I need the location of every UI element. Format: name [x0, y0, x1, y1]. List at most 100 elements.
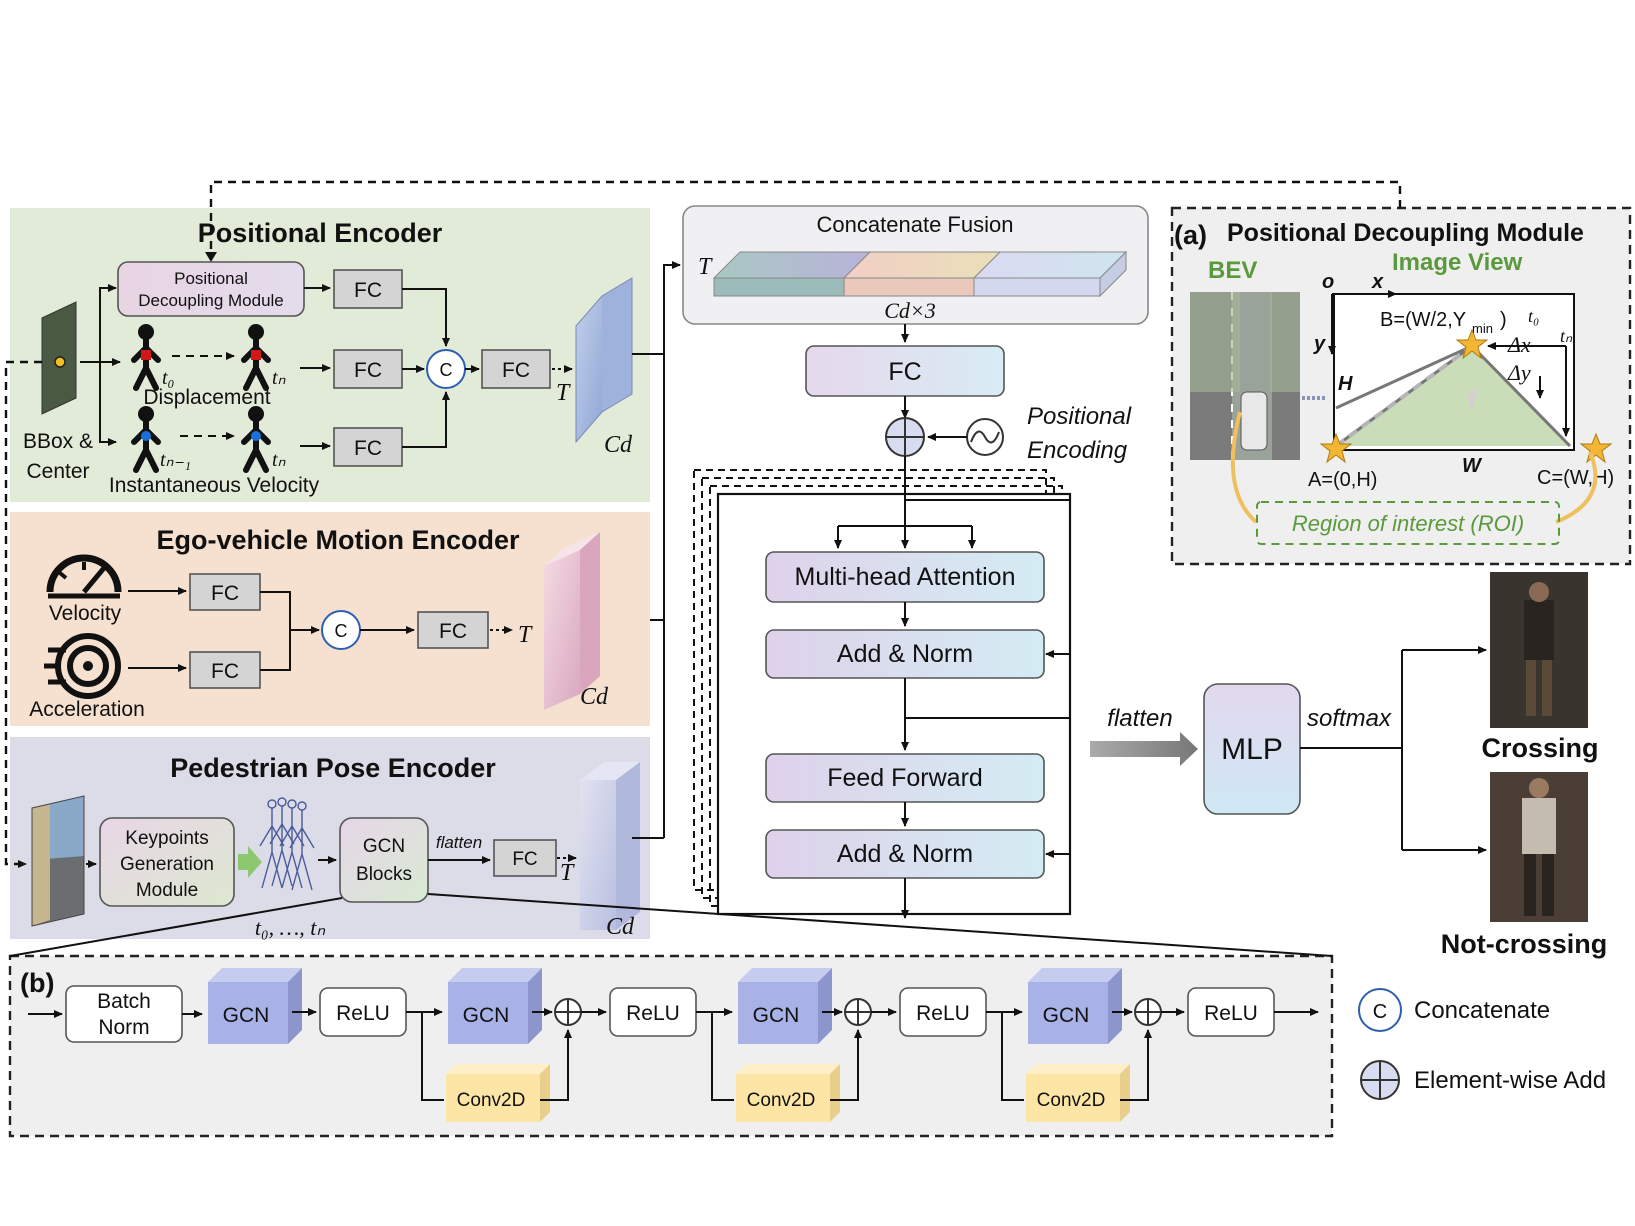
- x-axis-label: x: [1371, 271, 1384, 293]
- T-label: T: [560, 860, 575, 886]
- flatten-arrow: [1090, 732, 1198, 766]
- cd-times-3-label: Cd×3: [884, 298, 936, 323]
- fc-box: FC: [493, 839, 557, 877]
- street-image: [31, 795, 85, 927]
- svg-text:ReLU: ReLU: [1204, 1002, 1258, 1025]
- crossing-pedestrian-image: [1490, 572, 1588, 728]
- T-label: T: [556, 380, 571, 406]
- fc-box: FC: [333, 427, 403, 467]
- bbox-label-2: Center: [26, 460, 89, 483]
- svg-text:C: C: [1373, 1001, 1387, 1023]
- svg-text:C: C: [440, 360, 453, 380]
- gcn-blocks-label-1: GCN: [363, 836, 405, 857]
- batch-norm-label-2: Norm: [98, 1016, 149, 1039]
- speedometer-icon: [46, 554, 122, 599]
- batch-norm-label-1: Batch: [97, 990, 151, 1013]
- kgm-label-3: Module: [136, 880, 198, 901]
- cd-label: Cd: [580, 684, 609, 710]
- bbox-image: [41, 301, 77, 415]
- fusion-fc-label: FC: [888, 358, 921, 386]
- svg-text:Concatenate: Concatenate: [1414, 997, 1550, 1024]
- T-label: T: [698, 254, 713, 280]
- W-label: W: [1462, 455, 1483, 477]
- legend-element-add: Element-wise Add: [1360, 1060, 1606, 1100]
- svg-text:FC: FC: [439, 620, 467, 643]
- pdm-box-label-1: Positional: [174, 269, 248, 288]
- positional-encoder-panel: [10, 208, 650, 502]
- pose-feature-slab: [580, 762, 640, 930]
- element-add-node: [554, 998, 582, 1026]
- gcn-cube: GCN: [738, 968, 832, 1044]
- softmax-label: softmax: [1307, 705, 1392, 732]
- svg-text:ReLU: ReLU: [626, 1002, 680, 1025]
- positional-encoder-title: Positional Encoder: [198, 218, 443, 248]
- ego-feature-slab: [544, 532, 600, 710]
- point-b-subscript: min: [1472, 321, 1493, 336]
- bbox-label-1: BBox &: [23, 430, 93, 453]
- svg-text:GCN: GCN: [223, 1004, 270, 1027]
- pdm-feedback-line: [209, 180, 1402, 258]
- svg-text:FC: FC: [354, 279, 382, 302]
- relu-box: ReLU: [319, 987, 407, 1037]
- pdm-box-label-2: Decoupling Module: [138, 291, 284, 310]
- concat-node: C: [426, 349, 466, 389]
- displacement-label: Displacement: [143, 386, 270, 409]
- concat-fusion-title: Concatenate Fusion: [817, 212, 1014, 237]
- T-label: T: [518, 622, 533, 648]
- svg-text:Element-wise Add: Element-wise Add: [1414, 1067, 1606, 1094]
- svg-text:FC: FC: [211, 582, 239, 605]
- point-b-label: B=(W/2,Y: [1380, 309, 1466, 331]
- fc-box: FC: [333, 269, 403, 309]
- not-crossing-pedestrian-image: [1490, 772, 1588, 922]
- pdm-t0-label: t₀: [1528, 306, 1539, 326]
- velocity-label: Velocity: [49, 602, 122, 625]
- ego-encoder-title: Ego-vehicle Motion Encoder: [156, 525, 520, 555]
- point-c-label: C=(W,H): [1537, 467, 1614, 489]
- positional-feature-slab: [575, 277, 633, 444]
- time-range-label: t₀, …, tₙ: [255, 915, 325, 940]
- kgm-label-1: Keypoints: [125, 828, 208, 849]
- pedestrian-icon: [241, 324, 271, 391]
- svg-text:FC: FC: [502, 359, 530, 382]
- origin-label: o: [1322, 271, 1334, 293]
- pedestrian-icon: [241, 406, 271, 473]
- image-view-frame: [1333, 293, 1575, 451]
- crossing-label: Crossing: [1481, 733, 1598, 763]
- tn-label-2: tₙ: [272, 449, 287, 471]
- not-crossing-label: Not-crossing: [1441, 929, 1608, 959]
- fc-box: FC: [481, 349, 551, 389]
- pdm-title: Positional Decoupling Module: [1227, 219, 1584, 247]
- gcn-cube: GCN: [448, 968, 542, 1044]
- element-add-node: [844, 998, 872, 1026]
- sinusoid-icon: [966, 418, 1004, 456]
- skeleton-sequence-icon: [259, 797, 315, 891]
- gcn-blocks-label-2: Blocks: [356, 864, 412, 885]
- svg-text:GCN: GCN: [463, 1004, 510, 1027]
- pose-encoder-title: Pedestrian Pose Encoder: [170, 753, 496, 783]
- element-add-node: [1134, 998, 1162, 1026]
- fc-box: FC: [189, 573, 261, 611]
- delta-x-label: Δx: [1507, 332, 1531, 357]
- conv2d-cube: Conv2D: [736, 1064, 840, 1122]
- concat-node: C: [321, 610, 361, 650]
- feed-forward-label: Feed Forward: [827, 764, 983, 792]
- flatten-label: flatten: [436, 833, 482, 852]
- relu-box: ReLU: [899, 987, 987, 1037]
- svg-text:C: C: [335, 621, 348, 641]
- H-label: H: [1338, 373, 1353, 395]
- add-norm-label-2: Add & Norm: [837, 840, 973, 868]
- svg-text:): ): [1500, 309, 1507, 331]
- star-icon: [1319, 432, 1353, 464]
- gcn-block-tag: (b): [20, 968, 54, 998]
- point-a-label: A=(0,H): [1308, 469, 1377, 491]
- svg-text:ReLU: ReLU: [336, 1002, 390, 1025]
- kgm-label-2: Generation: [120, 854, 214, 875]
- relu-box: ReLU: [609, 987, 697, 1037]
- roi-label: Region of interest (ROI): [1292, 511, 1524, 536]
- cd-label: Cd: [606, 914, 635, 940]
- concat-feature-bar: [712, 250, 1128, 298]
- svg-text:GCN: GCN: [1043, 1004, 1090, 1027]
- fc-box: FC: [417, 611, 489, 649]
- star-icon: [1579, 432, 1613, 464]
